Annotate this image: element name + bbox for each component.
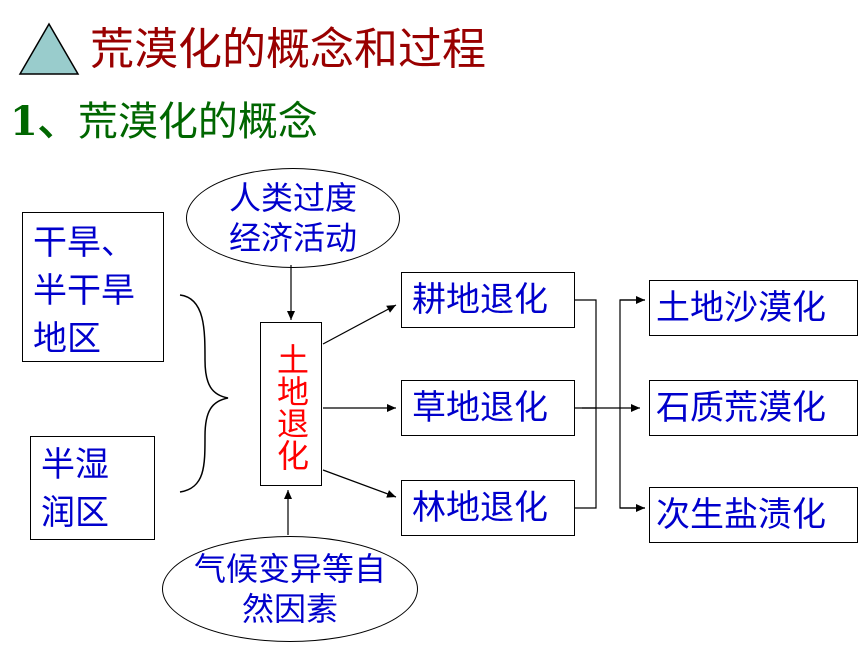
human-factor-label: 人类过度 经济活动	[228, 179, 357, 257]
section-title: 荒漠化的概念	[77, 99, 318, 145]
result-salinization: 次生盐渍化	[649, 487, 858, 543]
arrow-farmland	[322, 304, 397, 345]
section-heading: 1、荒漠化的概念	[10, 92, 318, 152]
region-arid: 干旱、 半干旱 地区	[22, 212, 164, 362]
brace	[179, 294, 229, 493]
result-rocky-desertification: 石质荒漠化	[649, 380, 858, 436]
farmland-degradation: 耕地退化	[401, 272, 575, 328]
arrow-forest	[322, 469, 397, 498]
merge-bracket	[575, 299, 597, 509]
human-factor: 人类过度 经济活动	[186, 168, 400, 268]
result-desertification: 土地沙漠化	[649, 280, 858, 336]
page-title: 荒漠化的概念和过程	[90, 24, 486, 75]
natural-factor-label: 气候变异等自 然因素	[193, 550, 386, 628]
region-humid: 半湿 润区	[30, 436, 155, 540]
triangle-icon	[18, 22, 80, 75]
section-number: 1、	[10, 98, 78, 145]
result-bracket	[619, 299, 645, 509]
forest-degradation: 林地退化	[401, 480, 575, 536]
land-degradation: 土地退化	[260, 322, 322, 486]
natural-factor: 气候变异等自 然因素	[162, 536, 418, 642]
grassland-degradation: 草地退化	[401, 380, 575, 436]
